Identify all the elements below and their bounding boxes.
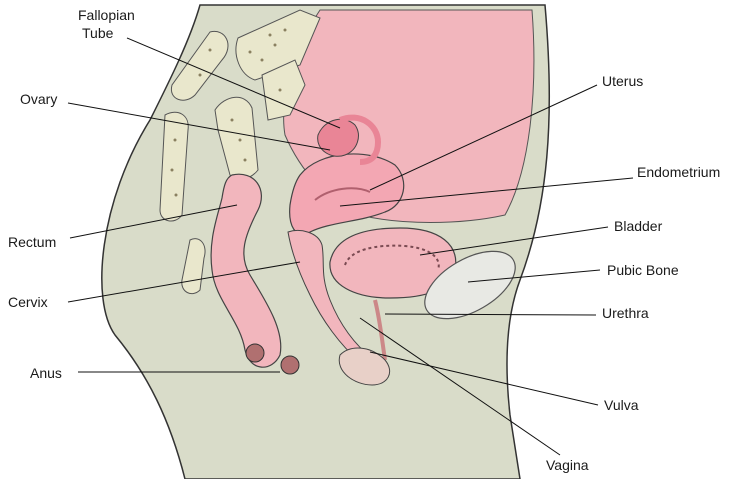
label-fallopian-tube-line1: Fallopian bbox=[78, 7, 135, 24]
label-vagina: Vagina bbox=[546, 457, 589, 474]
label-urethra: Urethra bbox=[602, 305, 649, 322]
label-uterus: Uterus bbox=[602, 73, 643, 90]
label-endometrium: Endometrium bbox=[637, 164, 720, 181]
label-rectum: Rectum bbox=[8, 234, 56, 251]
label-bladder: Bladder bbox=[614, 218, 662, 235]
label-vulva: Vulva bbox=[604, 397, 639, 414]
label-pubic-bone: Pubic Bone bbox=[607, 262, 679, 279]
label-cervix: Cervix bbox=[8, 294, 48, 311]
label-fallopian-tube-line2: Tube bbox=[82, 25, 113, 42]
label-ovary: Ovary bbox=[20, 91, 57, 108]
label-anus: Anus bbox=[30, 365, 62, 382]
